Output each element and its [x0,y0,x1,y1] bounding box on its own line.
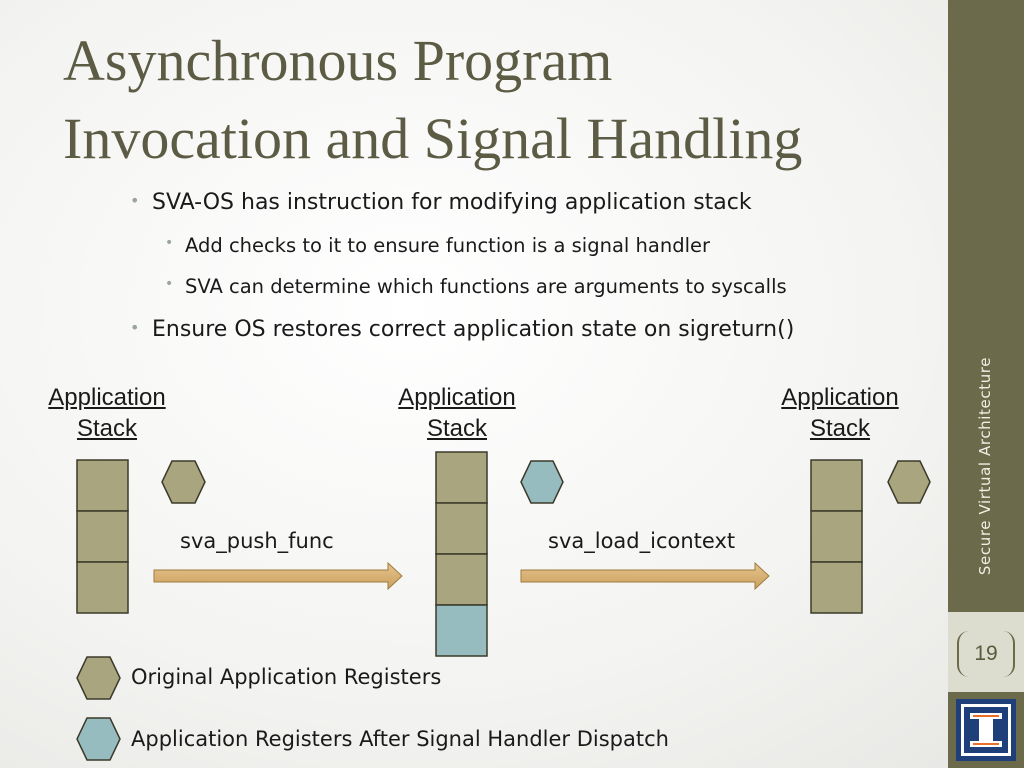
legend-hexagon-original [76,656,121,700]
bullet-dot-icon: • [165,276,174,292]
university-logo [948,692,1024,768]
stack-cell-original [76,510,129,563]
sidebar-caption: Secure Virtual Architecture [976,356,994,576]
bullet-text: SVA can determine which functions are ar… [185,275,787,298]
stack-label-line: Stack [809,415,871,442]
legend-after-text: Application Registers After Signal Handl… [131,727,669,751]
register-hexagon-original-1 [161,460,206,504]
stack-cell-original [76,561,129,614]
bullet-text: Ensure OS restores correct application s… [152,317,795,342]
stack-label-1: Application Stack [27,382,187,444]
title-line-1: Asynchronous Program [63,28,613,93]
stack-label-line: Application [781,384,899,411]
bullet-dot-icon: • [165,235,174,251]
stack-label-line: Application [398,384,516,411]
title-line-2: Invocation and Signal Handling [63,106,803,171]
arrow-push-func [153,561,403,591]
bullet-dot-icon: • [130,191,140,210]
application-stack-1 [76,459,129,614]
page-number: 19 [957,631,1015,677]
stack-diagram [76,451,931,761]
arrow-load-icontext [520,561,770,591]
stack-label-line: Application [48,384,166,411]
application-stack-3 [810,459,863,614]
stack-cell-original [76,459,129,512]
sidebar-page-area [948,612,1024,692]
legend-original-text: Original Application Registers [131,665,442,689]
stack-cell-after [435,604,488,657]
application-stack-2 [435,451,488,657]
sub-bullet-item: • SVA can determine which functions are … [165,275,787,298]
register-hexagon-after-2 [520,460,564,504]
sub-bullet-item: • Add checks to it to ensure function is… [165,234,711,257]
bullet-text: Add checks to it to ensure function is a… [185,234,711,257]
register-hexagon-original-3 [887,460,931,504]
column-logo-icon [956,699,1016,761]
operation-label-push-func: sva_push_func [180,529,334,553]
bullet-text: SVA-OS has instruction for modifying app… [152,190,752,215]
stack-cell-original [810,510,863,563]
slide-title: Asynchronous Program Invocation and Sign… [63,22,943,178]
stack-label-line: Stack [76,415,138,442]
bullet-dot-icon: • [130,318,140,337]
stack-cell-original [810,561,863,614]
legend-hexagon-after [76,717,121,761]
bullet-item: • SVA-OS has instruction for modifying a… [130,190,752,215]
stack-cell-original [435,502,488,555]
stack-label-3: Application Stack [760,382,920,444]
stack-label-line: Stack [426,415,488,442]
bullet-item: • Ensure OS restores correct application… [130,317,795,342]
operation-label-load-icontext: sva_load_icontext [548,529,736,553]
stack-cell-original [810,459,863,512]
stack-label-2: Application Stack [377,382,537,444]
stack-cell-original [435,553,488,606]
stack-cell-original [435,451,488,504]
